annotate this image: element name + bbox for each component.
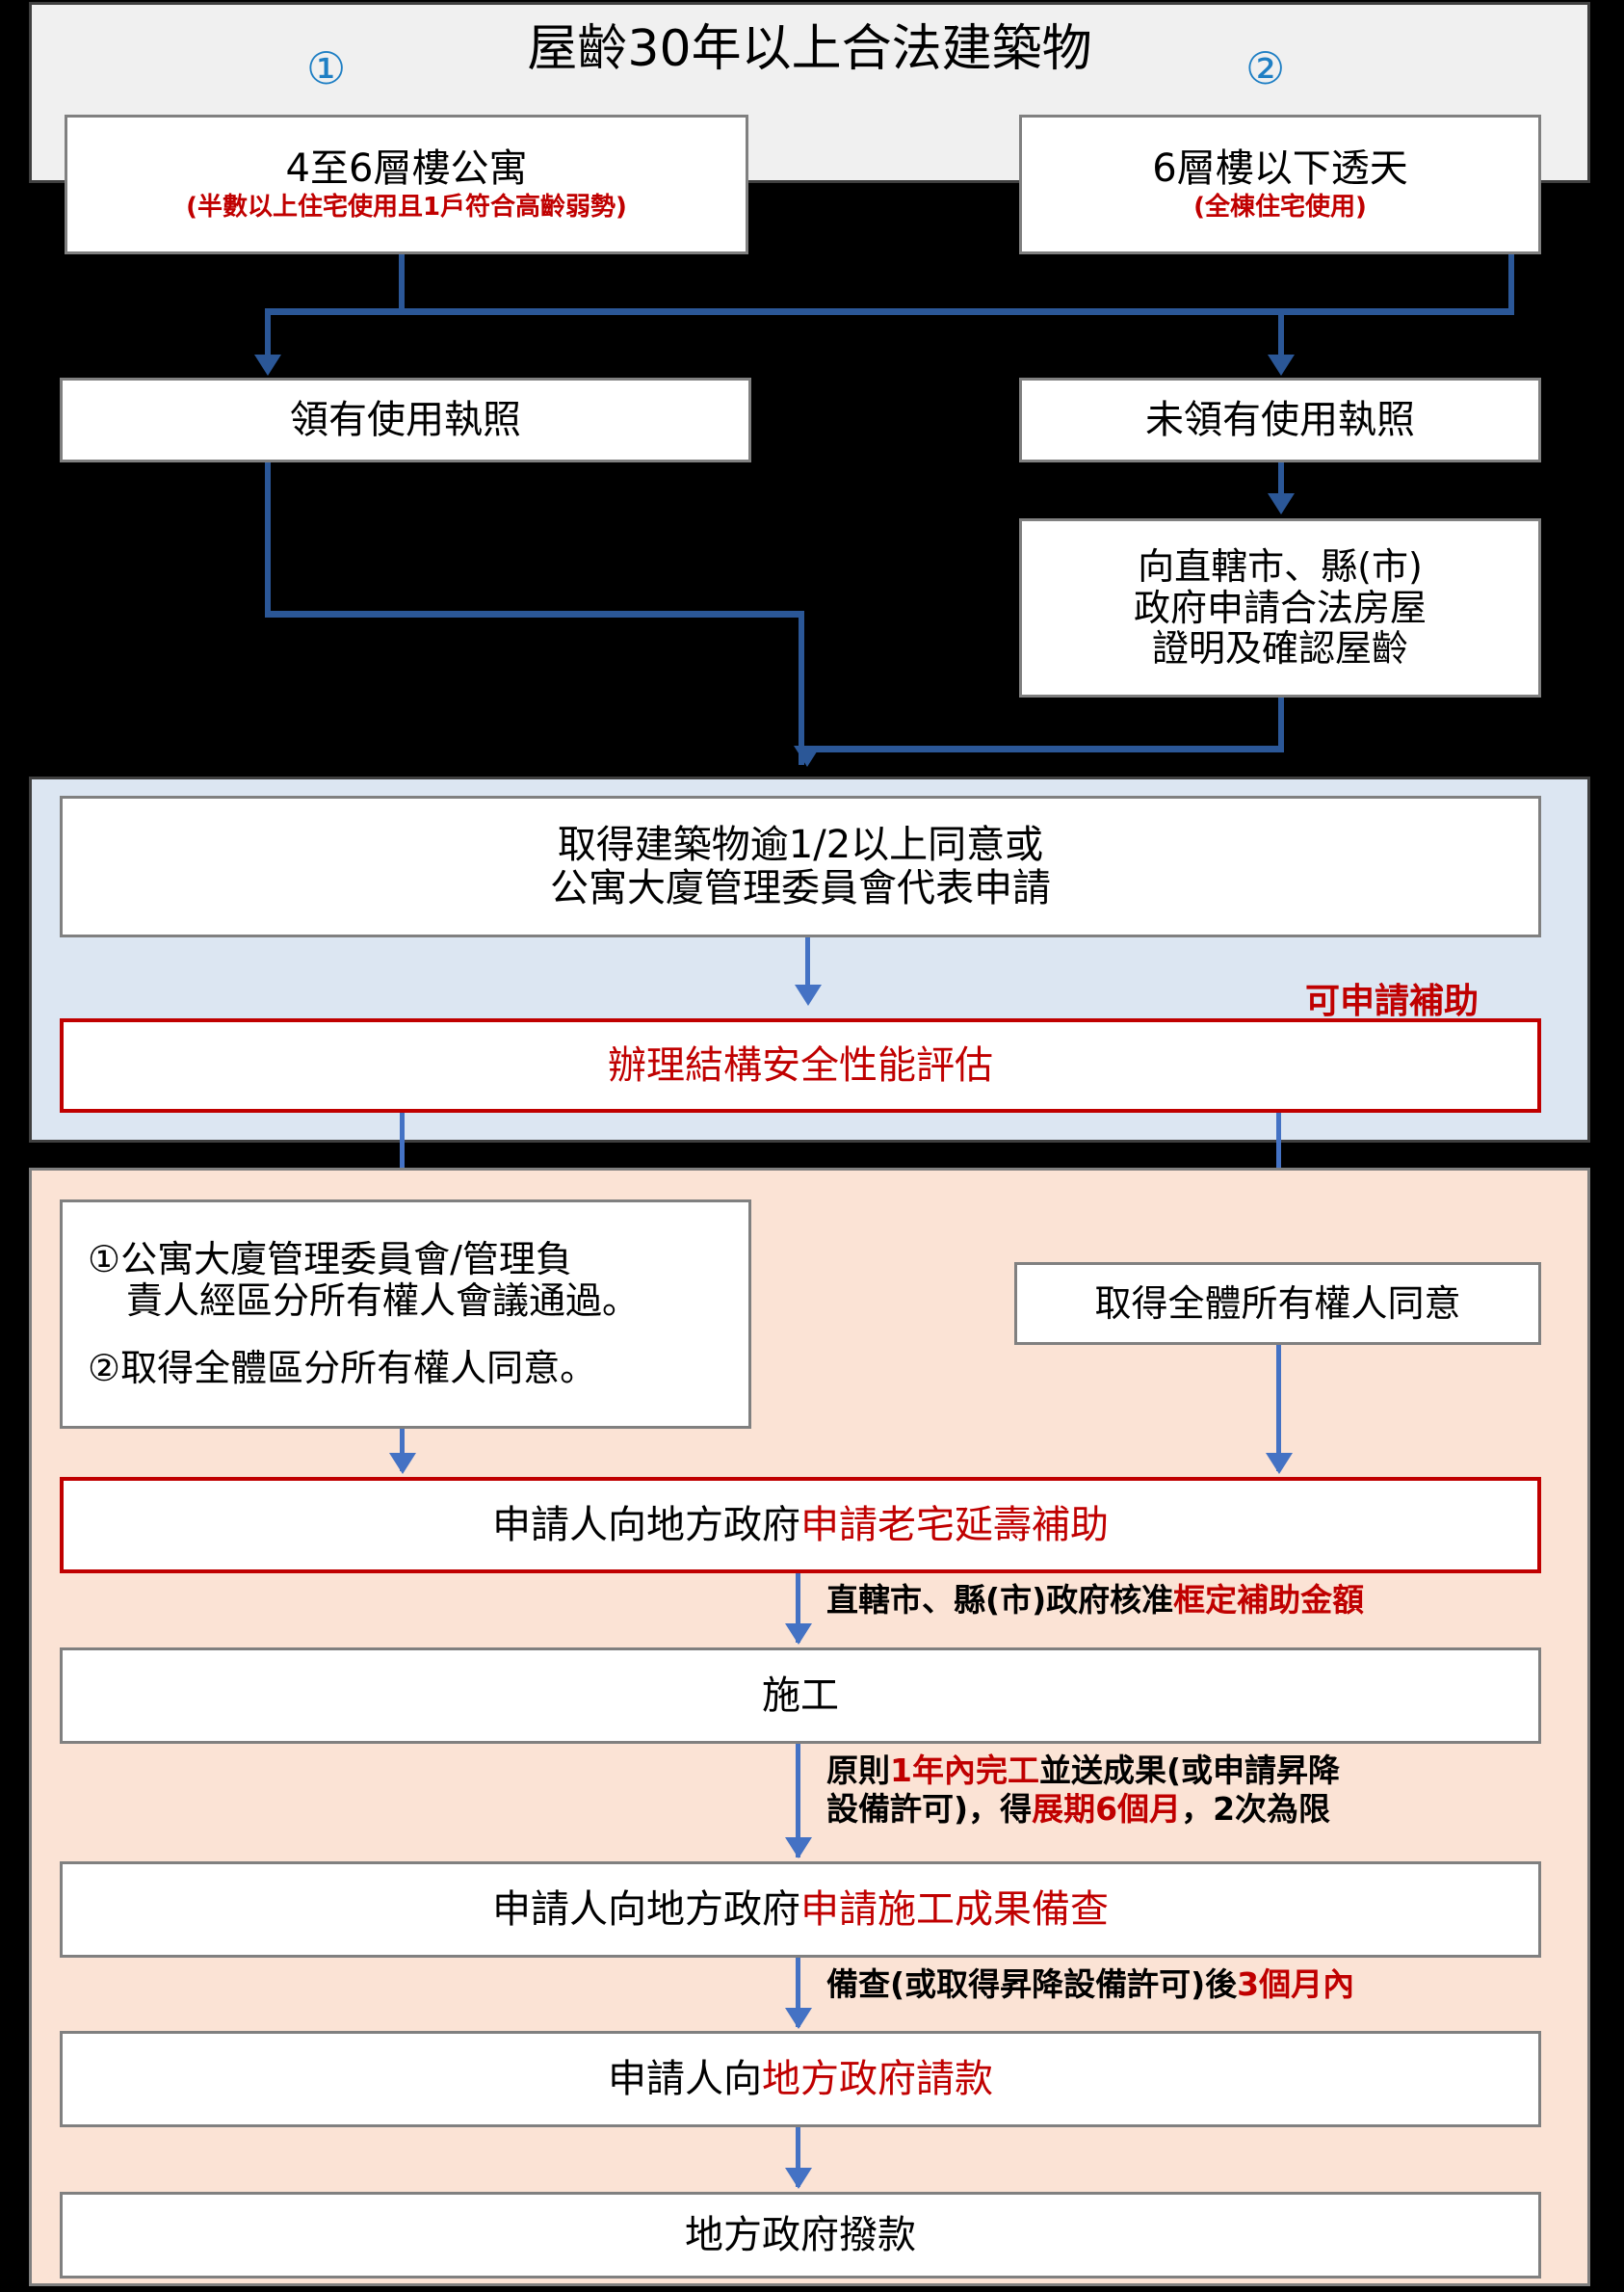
box-owner-meeting-line2: 責人經區分所有權人會議通過。 [126, 1278, 640, 1322]
connector-consent-to-eval [805, 937, 810, 993]
arrowhead-apply-record [785, 1837, 812, 1858]
connector-eval-left [400, 1113, 405, 1199]
box-townhouse-note: (全棟住宅使用) [1193, 193, 1367, 223]
annotation-record-within: 備查(或取得昇降設備許可)後3個月內 [826, 1965, 1354, 2004]
arrowhead-consent-half [794, 746, 821, 767]
box-consent-half-line2: 公寓大廈管理委員會代表申請 [550, 865, 1051, 910]
annotation-record-within-black: 備查(或取得昇降設備許可)後 [826, 1965, 1238, 2003]
box-owner-meeting-line3: ②取得全體區分所有權人同意。 [88, 1347, 597, 1390]
box-consent-half-line1: 取得建築物逾1/2以上同意或 [557, 822, 1044, 867]
connector-left-drop [265, 308, 271, 358]
arrowhead-apply-subsidy-right [1266, 1453, 1293, 1474]
arrowhead-apply-subsidy-left [389, 1453, 416, 1474]
acw-l1-b1: 原則 [826, 1752, 890, 1789]
arrowhead-disburse [785, 2168, 812, 2189]
connector-townhouse-stem [1508, 254, 1514, 314]
annotation-record-within-red: 3個月內 [1237, 1965, 1355, 2003]
connector-cert-across [804, 746, 1284, 752]
box-apply-record[interactable]: 申請人向地方政府申請施工成果備查 [60, 1861, 1541, 1958]
annotation-complete-within-line1: 原則1年內完工並送成果(或申請昇降 [826, 1752, 1340, 1790]
box-construction-label: 施工 [762, 1673, 839, 1718]
box-no-permit[interactable]: 未領有使用執照 [1019, 378, 1541, 462]
box-apply-subsidy[interactable]: 申請人向地方政府申請老宅延壽補助 [60, 1477, 1541, 1573]
box-structural-evaluation-label: 辦理結構安全性能評估 [608, 1042, 993, 1088]
annotation-complete-within-line2: 設備許可)，得展期6個月，2次為限 [826, 1790, 1340, 1829]
box-townhouse[interactable]: 6層樓以下透天 (全棟住宅使用) [1019, 115, 1541, 254]
box-request-payment-black: 申請人向 [608, 2056, 762, 2101]
annotation-approve-amount-red: 框定補助金額 [1173, 1581, 1365, 1619]
annotation-approve-amount: 直轄市、縣(市)政府核准框定補助金額 [826, 1581, 1364, 1620]
box-apply-record-red: 申請施工成果備查 [800, 1886, 1109, 1932]
arrowhead-structural-eval [795, 985, 822, 1006]
box-no-permit-label: 未領有使用執照 [1145, 397, 1415, 442]
box-construction[interactable]: 施工 [60, 1647, 1541, 1744]
connector-owner-meeting-down [400, 1429, 405, 1471]
acw-l1-b2: 並送成果(或申請昇降 [1038, 1752, 1341, 1789]
box-consent-half[interactable]: 取得建築物逾1/2以上同意或 公寓大廈管理委員會代表申請 [60, 796, 1541, 937]
box-apartment-note: (半數以上住宅使用且1戶符合高齡弱勢) [186, 193, 627, 223]
acw-l2-b1: 設備許可)，得 [826, 1790, 1033, 1829]
connector-has-permit-down [265, 462, 271, 617]
connector-apartment-stem [399, 254, 405, 314]
arrowhead-construction [785, 1623, 812, 1645]
connector-all-owner-down [1276, 1345, 1281, 1471]
marker-one: ① [306, 42, 347, 94]
box-apply-legal-cert-line2: 政府申請合法房屋 [1133, 586, 1427, 629]
box-apply-subsidy-black: 申請人向地方政府 [492, 1502, 800, 1547]
acw-l1-r1: 1年內完工 [890, 1752, 1039, 1789]
box-apply-legal-cert-line1: 向直轄市、縣(市) [1138, 545, 1423, 589]
box-apply-record-black: 申請人向地方政府 [492, 1886, 800, 1932]
box-all-owner-consent[interactable]: 取得全體所有權人同意 [1014, 1262, 1541, 1345]
box-apply-legal-cert[interactable]: 向直轄市、縣(市) 政府申請合法房屋 證明及確認屋齡 [1019, 518, 1541, 698]
connector-has-permit-across [265, 611, 804, 618]
connector-no-permit-down [1278, 462, 1284, 499]
connector-right-drop [1278, 308, 1284, 358]
box-has-permit[interactable]: 領有使用執照 [60, 378, 751, 462]
box-apply-subsidy-text: 申請人向地方政府申請老宅延壽補助 [492, 1502, 1109, 1547]
box-request-payment[interactable]: 申請人向地方政府請款 [60, 2031, 1541, 2127]
box-owner-meeting[interactable]: ①公寓大廈管理委員會/管理負 責人經區分所有權人會議通過。 ②取得全體區分所有權… [60, 1199, 751, 1429]
box-townhouse-title: 6層樓以下透天 [1152, 145, 1408, 191]
box-has-permit-label: 領有使用執照 [290, 397, 521, 442]
connector-record-to-payment [796, 1958, 800, 2027]
box-owner-meeting-line1: ①公寓大廈管理委員會/管理負 [88, 1238, 572, 1281]
box-disburse-label: 地方政府撥款 [685, 2212, 916, 2257]
box-apply-subsidy-red: 申請老宅延壽補助 [800, 1502, 1109, 1547]
connector-left-elbow [265, 308, 405, 315]
connector-subsidy-to-construction [796, 1573, 800, 1643]
box-all-owner-consent-label: 取得全體所有權人同意 [1094, 1281, 1461, 1325]
box-structural-evaluation[interactable]: 辦理結構安全性能評估 [60, 1018, 1541, 1113]
annotation-complete-within: 原則1年內完工並送成果(或申請昇降 設備許可)，得展期6個月，2次為限 [826, 1752, 1340, 1830]
arrowhead-legal-cert [1268, 493, 1295, 514]
arrowhead-has-permit [254, 355, 281, 376]
connector-has-permit-to-consent [799, 611, 804, 765]
connector-payment-to-disburse [796, 2127, 800, 2187]
box-request-payment-text: 申請人向地方政府請款 [608, 2056, 993, 2101]
status-badge-subsidy: 可申請補助 [1305, 982, 1480, 1021]
box-disburse[interactable]: 地方政府撥款 [60, 2192, 1541, 2279]
acw-l2-r1: 展期6個月 [1032, 1790, 1182, 1829]
acw-l2-b2: ，2次為限 [1181, 1790, 1331, 1829]
arrowhead-no-permit [1268, 355, 1295, 376]
box-apartment-title: 4至6層樓公寓 [285, 145, 528, 191]
box-request-payment-red: 地方政府請款 [762, 2056, 993, 2101]
connector-construction-to-record [796, 1744, 800, 1857]
arrowhead-request-payment [785, 2008, 812, 2029]
page-title: 屋齡30年以上合法建築物 [527, 20, 1092, 78]
box-apply-legal-cert-line3: 證明及確認屋齡 [1151, 627, 1408, 671]
marker-two: ② [1245, 42, 1286, 94]
connector-right-elbow [1278, 308, 1514, 315]
box-apartment[interactable]: 4至6層樓公寓 (半數以上住宅使用且1戶符合高齡弱勢) [65, 115, 748, 254]
annotation-approve-amount-black: 直轄市、縣(市)政府核准 [826, 1581, 1174, 1619]
connector-bridge [399, 308, 1514, 315]
connector-cert-down [1278, 698, 1284, 751]
box-apply-record-text: 申請人向地方政府申請施工成果備查 [492, 1886, 1109, 1932]
